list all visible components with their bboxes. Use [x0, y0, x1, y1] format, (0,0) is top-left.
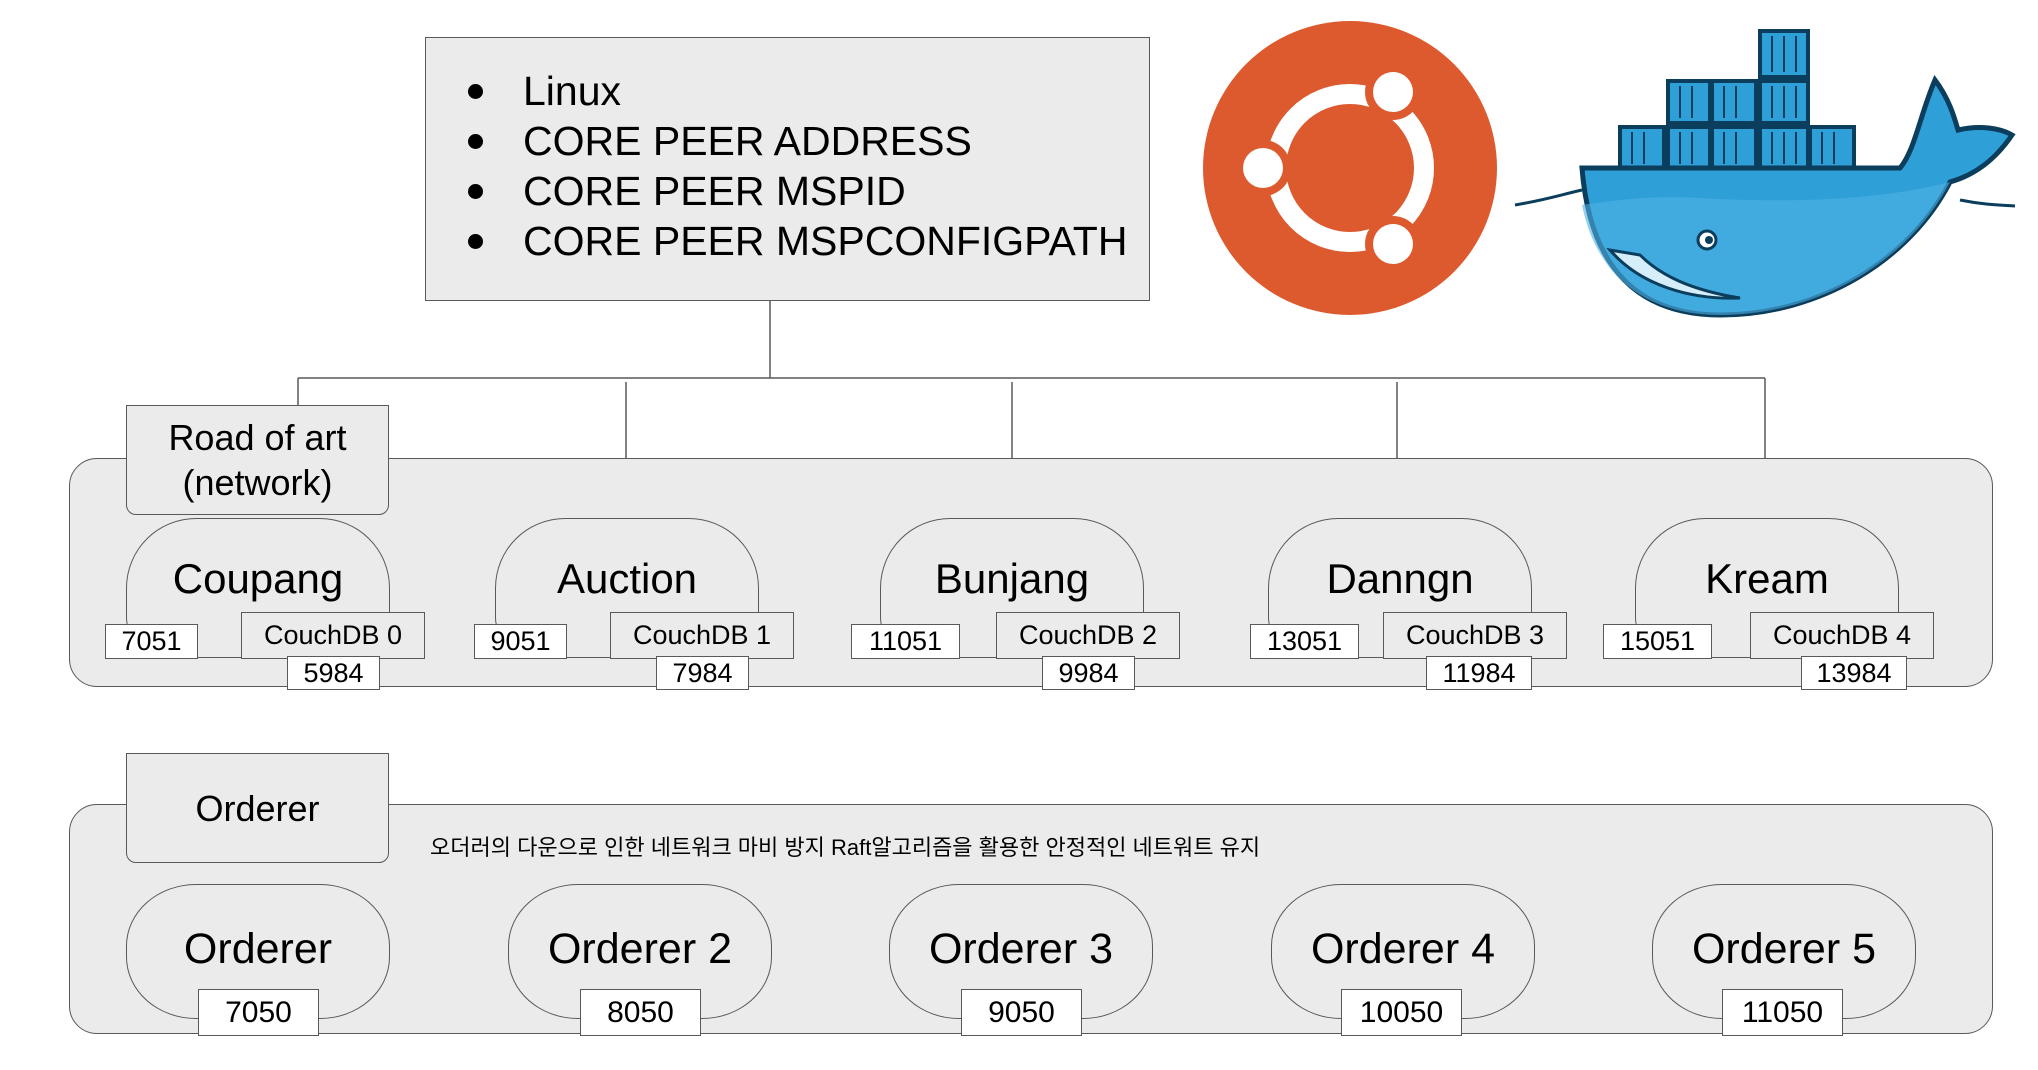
- orderer-port-label: 10050: [1341, 989, 1462, 1036]
- peer-port-label: 13051: [1250, 624, 1359, 659]
- network-tab: Road of art(network): [126, 405, 389, 515]
- bullet-icon: [468, 83, 483, 99]
- list-item: CORE PEER ADDRESS: [460, 116, 1127, 166]
- orderer-port-label: 7050: [198, 989, 319, 1036]
- orderer-node-3: Orderer 3: [889, 884, 1153, 1019]
- couchdb-port-label: 13984: [1801, 656, 1907, 690]
- couchdb-label: CouchDB 1: [610, 612, 794, 659]
- couchdb-label: CouchDB 2: [996, 612, 1180, 659]
- couchdb-label: CouchDB 3: [1383, 612, 1567, 659]
- peer-port-label: 15051: [1603, 624, 1712, 659]
- couchdb-port-label: 5984: [287, 656, 380, 690]
- list-item: CORE PEER MSPCONFIGPATH: [460, 216, 1127, 266]
- peer-port-label: 7051: [105, 624, 198, 659]
- peer-port-label: 9051: [474, 624, 567, 659]
- list-item: CORE PEER MSPID: [460, 166, 1127, 216]
- env-variables-list: Linux CORE PEER ADDRESS CORE PEER MSPID …: [460, 66, 1127, 266]
- bullet-icon: [468, 233, 483, 249]
- list-item: Linux: [460, 66, 1127, 116]
- couchdb-port-label: 7984: [656, 656, 749, 690]
- couchdb-label: CouchDB 4: [1750, 612, 1934, 659]
- couchdb-port-label: 11984: [1426, 656, 1532, 690]
- couchdb-label: CouchDB 0: [241, 612, 425, 659]
- orderer-port-label: 9050: [961, 989, 1082, 1036]
- bullet-icon: [468, 183, 483, 199]
- orderer-tab: Orderer: [126, 753, 389, 863]
- orderer-port-label: 8050: [580, 989, 701, 1036]
- bullet-icon: [468, 133, 483, 149]
- orderer-port-label: 11050: [1722, 989, 1843, 1036]
- raft-note: 오더러의 다운으로 인한 네트워크 마비 방지 Raft알고리즘을 활용한 안정…: [430, 835, 1261, 860]
- env-variables-box: Linux CORE PEER ADDRESS CORE PEER MSPID …: [425, 37, 1150, 301]
- couchdb-port-label: 9984: [1042, 656, 1135, 690]
- peer-port-label: 11051: [851, 624, 960, 659]
